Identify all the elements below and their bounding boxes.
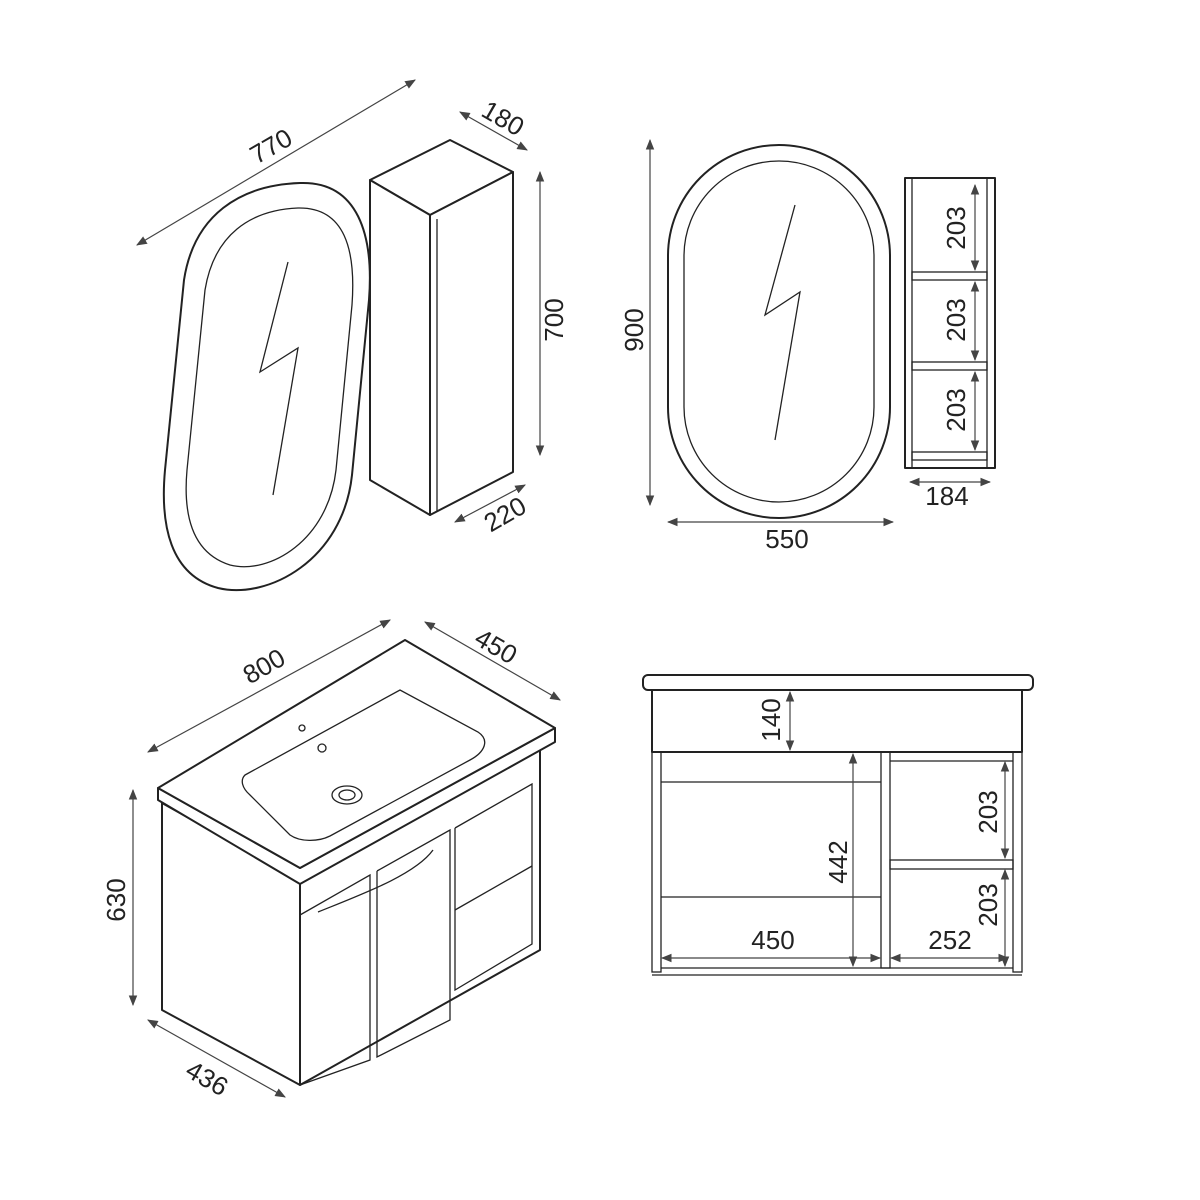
mirror-frame-inner [185,207,354,568]
dim-line-180 [459,111,528,151]
cabinet-front [429,171,514,516]
dim-450-width: 450 [751,925,794,955]
lightning-icon [258,261,299,496]
mirror-cabinet-iso-view: 770 180 700 220 [136,79,569,592]
dim-442: 442 [823,840,853,883]
drawer-body [651,689,1023,753]
dim-184: 184 [925,481,968,511]
dim-770: 770 [245,122,298,170]
dim-900: 900 [619,308,649,351]
drain [331,785,363,805]
dim-shelf-3: 203 [941,388,971,431]
lightning-icon [763,204,801,441]
dim-shelf-2: 203 [941,298,971,341]
dim-450-depth: 450 [470,622,523,670]
top-slab [642,674,1034,691]
dim-252: 252 [928,925,971,955]
dim-220: 220 [479,490,532,538]
dim-700: 700 [539,298,569,341]
dim-shelf-lower: 203 [973,883,1003,926]
cabinet-side [369,179,431,516]
vanity-iso-view: 800 450 630 436 [101,619,561,1102]
mirror-front-view: 203 203 203 900 550 184 [619,138,996,554]
dim-line-770 [136,79,416,246]
mirror-inner [683,160,875,503]
dim-180: 180 [477,94,530,142]
dim-shelf-1: 203 [941,206,971,249]
handle [317,849,434,913]
dim-800: 800 [238,642,291,690]
basin-bowl [241,689,486,842]
dim-630: 630 [101,878,131,921]
dim-shelf-upper: 203 [973,790,1003,833]
shelf-unit [904,177,996,469]
dim-140: 140 [756,698,786,741]
dim-line-220 [454,484,526,523]
vanity-front-view: 140 442 203 203 450 252 [642,674,1034,976]
dim-436: 436 [181,1054,234,1102]
dim-550: 550 [765,524,808,554]
